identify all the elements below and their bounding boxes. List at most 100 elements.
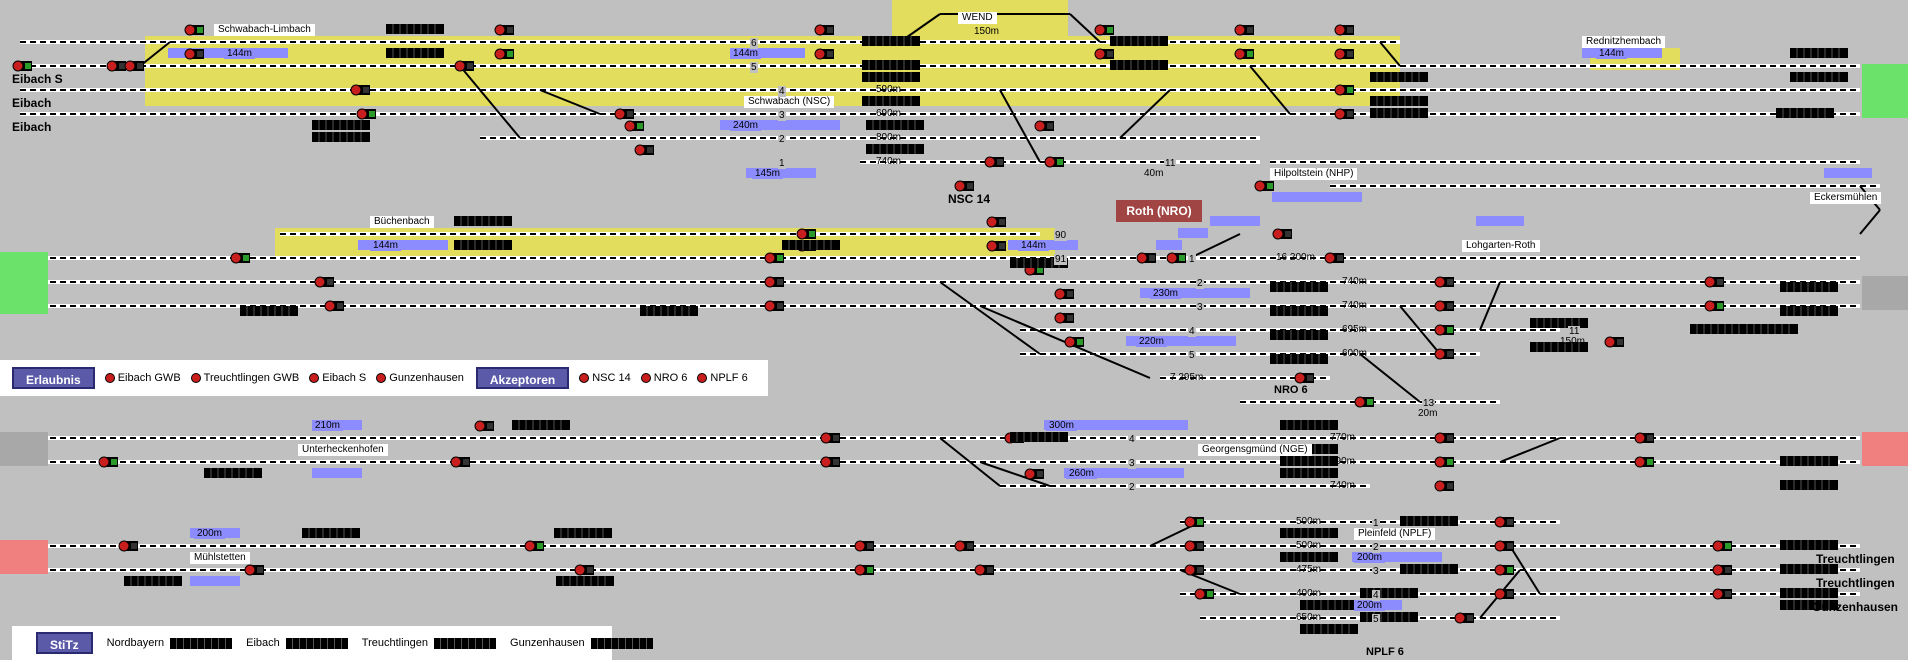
signal-housing[interactable] xyxy=(248,565,264,575)
signal-lamp[interactable] xyxy=(494,48,506,60)
signal-housing[interactable] xyxy=(1098,25,1114,35)
signal-aspect[interactable] xyxy=(1507,567,1513,573)
signal-lamp[interactable] xyxy=(1184,516,1196,528)
signal-lamp[interactable] xyxy=(1434,480,1446,492)
signal-aspect[interactable] xyxy=(257,567,263,573)
erlaubnis-item[interactable]: Gunzenhausen xyxy=(376,372,464,384)
signal-aspect[interactable] xyxy=(827,51,833,57)
signal-housing[interactable] xyxy=(122,541,138,551)
signal-housing[interactable] xyxy=(988,157,1004,167)
akzeptor-item[interactable]: NRO 6 xyxy=(640,372,687,384)
signal-lamp[interactable] xyxy=(324,300,336,312)
signal-housing[interactable] xyxy=(1498,541,1514,551)
signal-lamp[interactable] xyxy=(1634,432,1646,444)
signal-housing[interactable] xyxy=(768,277,784,287)
signal-aspect[interactable] xyxy=(1447,435,1453,441)
signal-lamp[interactable] xyxy=(1334,24,1346,36)
signal-housing[interactable] xyxy=(1338,25,1354,35)
signal-housing[interactable] xyxy=(1638,433,1654,443)
signal-lamp[interactable] xyxy=(1234,48,1246,60)
signal-aspect[interactable] xyxy=(1507,543,1513,549)
signal-housing[interactable] xyxy=(188,49,204,59)
signal-lamp[interactable] xyxy=(356,108,368,120)
signal-aspect[interactable] xyxy=(1717,279,1723,285)
signal-housing[interactable] xyxy=(578,565,594,575)
signal-housing[interactable] xyxy=(1038,121,1054,131)
signal-aspect[interactable] xyxy=(507,27,513,33)
signal-housing[interactable] xyxy=(1438,301,1454,311)
signal-aspect[interactable] xyxy=(119,63,125,69)
signal-lamp[interactable] xyxy=(1712,540,1724,552)
signal-housing[interactable] xyxy=(1198,589,1214,599)
signal-aspect[interactable] xyxy=(363,87,369,93)
signal-lamp[interactable] xyxy=(1494,588,1506,600)
signal-lamp[interactable] xyxy=(814,24,826,36)
signal-aspect[interactable] xyxy=(1647,435,1653,441)
signal-aspect[interactable] xyxy=(999,219,1005,225)
signal-lamp[interactable] xyxy=(1166,252,1178,264)
signal-lamp[interactable] xyxy=(454,60,466,72)
signal-aspect[interactable] xyxy=(1077,339,1083,345)
signal-lamp[interactable] xyxy=(1024,468,1036,480)
signal-housing[interactable] xyxy=(1328,253,1344,263)
signal-housing[interactable] xyxy=(958,181,974,191)
signal-lamp[interactable] xyxy=(634,144,646,156)
signal-lamp[interactable] xyxy=(12,60,24,72)
signal-aspect[interactable] xyxy=(1447,459,1453,465)
signal-aspect[interactable] xyxy=(1507,591,1513,597)
signal-lamp[interactable] xyxy=(124,60,136,72)
signal-housing[interactable] xyxy=(1716,541,1732,551)
signal-housing[interactable] xyxy=(1188,565,1204,575)
signal-aspect[interactable] xyxy=(369,111,375,117)
signal-lamp[interactable] xyxy=(1136,252,1148,264)
signal-aspect[interactable] xyxy=(111,459,117,465)
signal-aspect[interactable] xyxy=(1067,315,1073,321)
signal-lamp[interactable] xyxy=(1334,84,1346,96)
signal-aspect[interactable] xyxy=(1197,519,1203,525)
signal-housing[interactable] xyxy=(768,253,784,263)
signal-housing[interactable] xyxy=(458,61,474,71)
signal-housing[interactable] xyxy=(454,457,470,467)
signal-housing[interactable] xyxy=(234,253,250,263)
signal-aspect[interactable] xyxy=(131,543,137,549)
signal-housing[interactable] xyxy=(628,121,644,131)
signal-aspect[interactable] xyxy=(1725,567,1731,573)
signal-lamp[interactable] xyxy=(1604,336,1616,348)
signal-aspect[interactable] xyxy=(467,63,473,69)
signal-aspect[interactable] xyxy=(25,63,31,69)
signal-lamp[interactable] xyxy=(1324,252,1336,264)
signal-aspect[interactable] xyxy=(809,231,815,237)
station-roth[interactable]: Roth (NRO) xyxy=(1116,200,1202,222)
signal-aspect[interactable] xyxy=(1037,267,1043,273)
signal-housing[interactable] xyxy=(1058,313,1074,323)
signal-housing[interactable] xyxy=(818,25,834,35)
signal-aspect[interactable] xyxy=(833,435,839,441)
signal-housing[interactable] xyxy=(498,49,514,59)
signal-lamp[interactable] xyxy=(1194,588,1206,600)
signal-housing[interactable] xyxy=(478,421,494,431)
signal-aspect[interactable] xyxy=(987,567,993,573)
signal-housing[interactable] xyxy=(1188,517,1204,527)
signal-lamp[interactable] xyxy=(184,48,196,60)
signal-lamp[interactable] xyxy=(954,540,966,552)
signal-housing[interactable] xyxy=(978,565,994,575)
signal-aspect[interactable] xyxy=(1725,543,1731,549)
signal-aspect[interactable] xyxy=(1207,591,1213,597)
signal-lamp[interactable] xyxy=(796,228,808,240)
signal-lamp[interactable] xyxy=(954,180,966,192)
signal-housing[interactable] xyxy=(1458,613,1474,623)
signal-aspect[interactable] xyxy=(867,567,873,573)
signal-housing[interactable] xyxy=(1258,181,1274,191)
signal-housing[interactable] xyxy=(102,457,118,467)
signal-lamp[interactable] xyxy=(986,216,998,228)
signal-lamp[interactable] xyxy=(230,252,242,264)
signal-housing[interactable] xyxy=(1498,565,1514,575)
signal-aspect[interactable] xyxy=(1447,483,1453,489)
signal-lamp[interactable] xyxy=(1494,516,1506,528)
signal-aspect[interactable] xyxy=(1149,255,1155,261)
signal-lamp[interactable] xyxy=(820,456,832,468)
signal-housing[interactable] xyxy=(1338,49,1354,59)
signal-aspect[interactable] xyxy=(1507,519,1513,525)
